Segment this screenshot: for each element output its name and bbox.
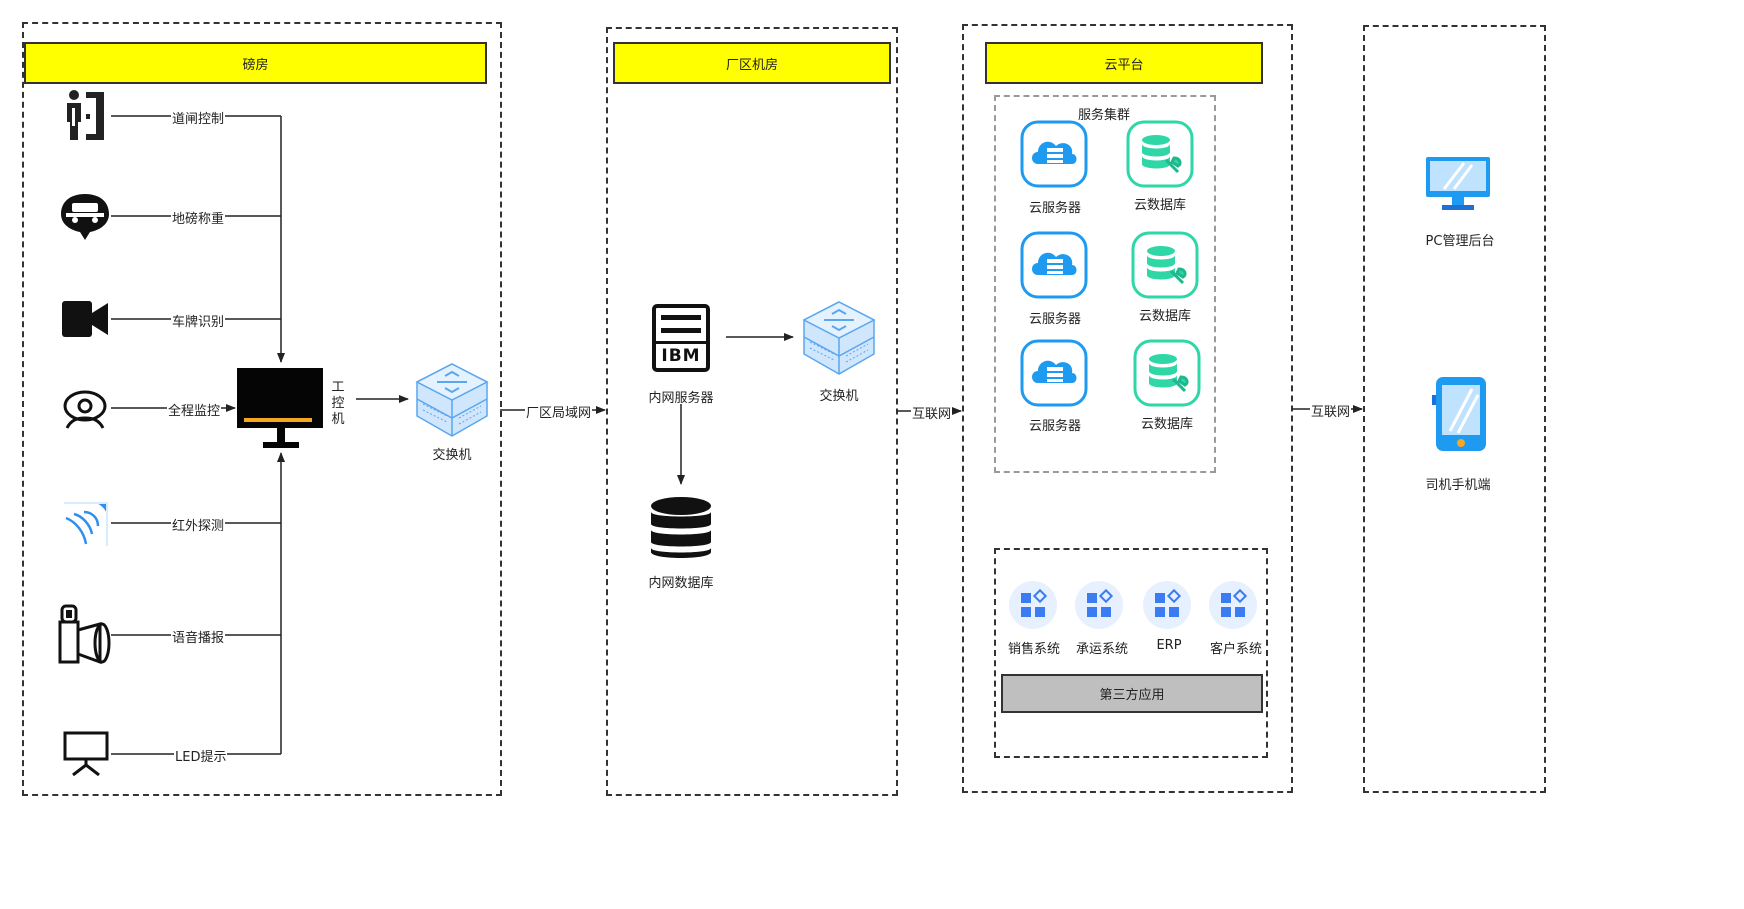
loudspeaker-icon <box>58 604 111 665</box>
video-camera-icon <box>62 301 108 337</box>
edge-label-scale: 地磅称重 <box>171 208 226 227</box>
app-label: ERP <box>1156 638 1182 653</box>
edge-label-lan: 厂区局域网 <box>525 402 593 421</box>
app-label: 客户系统 <box>1209 642 1263 657</box>
edge-label-infrared: 红外探测 <box>171 515 226 534</box>
ibm-server-icon <box>652 304 710 372</box>
switch-icon <box>415 363 489 437</box>
edge-label-plate: 车牌识别 <box>171 311 226 330</box>
zone-weighroom-title: 磅房 <box>24 42 487 84</box>
mobile-phone-icon <box>1432 377 1486 451</box>
cloud-database-label: 云数据库 <box>1138 309 1192 324</box>
database-icon <box>651 497 711 558</box>
zone-weighroom <box>22 22 502 796</box>
app-grid-icon <box>1208 580 1258 634</box>
ibm-server-brand: IBM <box>661 346 701 366</box>
service-cluster-title: 服务集群 <box>1077 108 1131 123</box>
zone-clients <box>1363 25 1546 793</box>
pc-monitor-icon <box>1426 157 1490 210</box>
switch-label: 交换机 <box>432 448 472 463</box>
mobile-driver-label: 司机手机端 <box>1425 478 1491 493</box>
cloud-database-icon <box>1133 339 1201 411</box>
cloud-database-label: 云数据库 <box>1133 198 1187 213</box>
cloud-server-label: 云服务器 <box>1028 201 1082 216</box>
cloud-database-label: 云数据库 <box>1140 417 1194 432</box>
intranet-db-label: 内网数据库 <box>648 576 714 591</box>
ipc-label: 工控机 <box>331 380 345 427</box>
factory-switch-label: 交换机 <box>819 389 859 404</box>
edge-label-internet1: 互联网 <box>911 403 953 422</box>
app-label: 承运系统 <box>1075 642 1129 657</box>
cloud-server-icon <box>1020 120 1088 192</box>
third-party-bar: 第三方应用 <box>1001 674 1263 713</box>
intranet-server-label: 内网服务器 <box>648 391 714 406</box>
edge-label-internet2: 互联网 <box>1310 401 1352 420</box>
zone-factory-title: 厂区机房 <box>613 42 891 84</box>
service-cluster-group <box>994 95 1216 473</box>
cloud-server-label: 云服务器 <box>1028 419 1082 434</box>
cloud-server-icon <box>1020 339 1088 411</box>
zone-cloud-title: 云平台 <box>985 42 1263 84</box>
edge-label-gate: 道闸控制 <box>171 108 226 127</box>
gate-person-icon <box>67 90 104 140</box>
cloud-database-icon <box>1131 231 1199 303</box>
edge-label-voice: 语音播报 <box>171 627 226 646</box>
third-party-group <box>994 548 1268 758</box>
edge-label-monitor: 全程监控 <box>167 400 222 419</box>
app-grid-icon <box>1008 580 1058 634</box>
app-label: 销售系统 <box>1007 642 1061 657</box>
cloud-database-icon <box>1126 120 1194 192</box>
webcam-icon <box>63 390 107 429</box>
factory-switch-icon <box>802 301 876 375</box>
cloud-server-icon <box>1020 231 1088 303</box>
ipc-monitor-icon <box>237 368 323 448</box>
app-grid-icon <box>1142 580 1192 634</box>
pc-admin-label: PC管理后台 <box>1425 234 1495 249</box>
cloud-server-label: 云服务器 <box>1028 312 1082 327</box>
app-grid-icon <box>1074 580 1124 634</box>
infrared-sensor-icon <box>64 502 108 546</box>
edge-label-led: LED提示 <box>174 746 228 765</box>
truck-scale-icon <box>61 194 109 240</box>
led-board-icon <box>63 731 109 776</box>
